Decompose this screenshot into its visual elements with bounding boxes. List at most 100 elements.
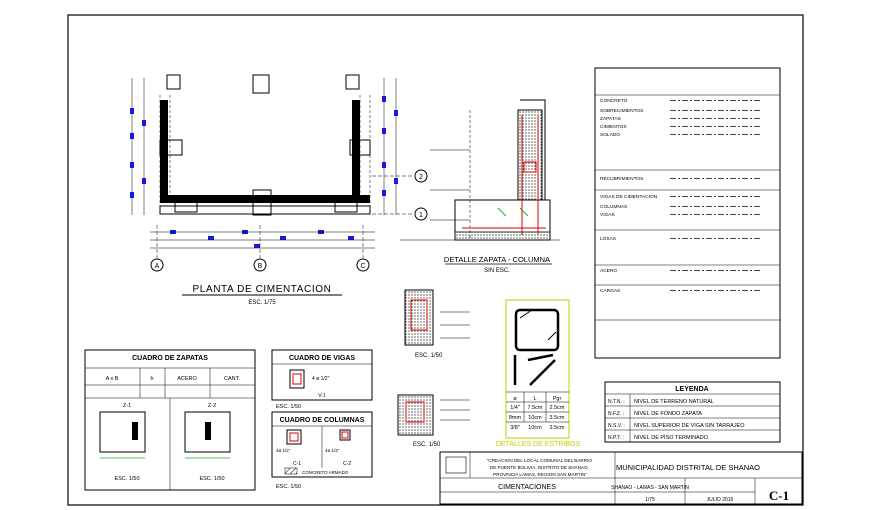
section-detail-lower-rebar <box>405 401 425 423</box>
detail-wall-outline <box>520 99 546 240</box>
column-c1-note: 4ø 1/2" <box>276 448 291 453</box>
axis-bubble-1 <box>414 207 428 221</box>
specifications-block: CONCRETOSOBRECIMIENTOSZAPATASCIMIENTOSSO… <box>594 67 781 359</box>
stirrup-title: DETALLES DE ESTRIBOS <box>496 441 581 448</box>
section-detail-lower <box>397 394 434 436</box>
spec-label: COLUMNAS <box>600 204 627 210</box>
axis-label-c: C <box>360 263 365 270</box>
column-c1-rebar <box>289 432 299 442</box>
axis-bubble-b <box>253 258 267 272</box>
foundation-plan: A B C 2 1 PLANTA DE CIMENTACION ESC. 1/7… <box>130 74 428 306</box>
column-c1-section <box>286 429 302 445</box>
footing-header: ACERO <box>177 376 197 382</box>
date: JULIO 2016 <box>707 497 734 503</box>
stirrup-cell: 2.5cm <box>550 405 565 411</box>
detail-marks <box>497 207 529 217</box>
stirrup-header-pgr: Pgr <box>553 396 562 402</box>
section-detail-upper <box>404 289 434 346</box>
spec-label: SOBRECIMIENTOS <box>600 108 643 114</box>
stirrup-shape-hook <box>513 353 556 386</box>
section-detail-upper-rebar <box>410 299 428 331</box>
columns-schedule: CUADRO DE COLUMNAS 4ø 1/2" 4ø 1/2" C-1 C… <box>271 411 373 490</box>
plan-mid-columns <box>159 139 371 156</box>
columns-scale: ESC. 1/50 <box>276 484 301 490</box>
axis-label-a: A <box>155 263 160 270</box>
hatch-note: CONCRETO ARMADO <box>302 470 349 475</box>
client-name: MUNICIPALIDAD DISTRITAL DE SHANAO <box>616 463 760 472</box>
legend-code: N.T.N. : <box>608 399 625 405</box>
footing-detail-scale: SIN ESC. <box>484 268 510 274</box>
plan-bottom-columns <box>174 189 358 216</box>
scale-value: 1/75 <box>645 497 655 503</box>
specs-frame <box>594 67 781 359</box>
footing-schedule: CUADRO DE ZAPATAS A x B h ACERO CANT. Z-… <box>84 349 256 491</box>
footing-z1-label: Z-1 <box>123 403 131 409</box>
column-c2-rebar <box>341 431 349 439</box>
project-name: "CREACION DEL LOCAL COMUNAL DEL BARRIO D… <box>487 458 593 477</box>
column-c2-label: C-2 <box>343 461 351 467</box>
plan-column-top-left <box>166 74 181 90</box>
stirrup-header-diam: ø <box>513 396 517 402</box>
beam-section-label: V-1 <box>318 393 326 399</box>
stirrup-table: ø L Pgr 1/4" 7.5cm 2.5cm 8mm 10cm 3.5cm … <box>509 396 565 431</box>
section-detail-lower-leaders <box>440 399 470 421</box>
axis-label-1: 1 <box>419 212 423 219</box>
logo-box <box>445 456 467 474</box>
detail-rebar <box>462 115 546 235</box>
stirrup-hooks <box>519 309 557 341</box>
plan-title: PLANTA DE CIMENTACION <box>193 284 332 295</box>
stirrup-cell: 3.5cm <box>550 415 565 421</box>
title-block: "CREACION DEL LOCAL COMUNAL DEL BARRIO D… <box>439 451 803 505</box>
spec-label: CONCRETO <box>600 98 628 104</box>
legend-code: N.P.T. : <box>608 435 624 441</box>
axis-label-b: B <box>258 263 263 270</box>
detail-stirrup <box>523 161 537 173</box>
beams-schedule: CUADRO DE VIGAS 4 ø 1/2" V-1 ESC. 1/50 <box>271 349 373 410</box>
section-details: ESC. 1/50 ESC. 1/50 <box>397 289 470 448</box>
plan-scale: ESC. 1/75 <box>248 300 276 306</box>
legend-text: NIVEL DE FONDO ZAPATA <box>634 411 702 417</box>
beams-schedule-frame <box>271 349 373 401</box>
spec-label: VIGAS <box>600 212 615 218</box>
spec-label: ACERO <box>600 268 617 274</box>
legend-title: LEYENDA <box>675 386 708 393</box>
section-detail-upper-leaders <box>440 311 470 339</box>
footing-z2-scale: ESC. 1/50 <box>199 476 224 482</box>
spec-label: ZAPATAS <box>600 116 621 122</box>
legend-code: N.F.Z. : <box>608 411 624 417</box>
hatch-swatch <box>284 467 298 475</box>
plan-column-top-right <box>345 74 360 90</box>
section-detail-lower-scale: ESC. 1/50 <box>413 442 441 448</box>
column-c1-label: C-1 <box>293 461 301 467</box>
location: SHANAO - LAMAS - SAN MARTIN <box>611 485 689 491</box>
columns-schedule-title: CUADRO DE COLUMNAS <box>280 417 365 424</box>
section-detail-upper-scale: ESC. 1/50 <box>415 353 443 359</box>
footing-header: CANT. <box>224 376 240 382</box>
stirrup-cell: 1/4" <box>510 405 520 411</box>
beams-scale: ESC. 1/50 <box>276 404 301 410</box>
beam-rebar <box>292 373 302 385</box>
spec-label: VIGAS DE CIMENTACION <box>600 194 658 200</box>
legend: LEYENDA N.T.N. : NIVEL DE TERRENO NATURA… <box>604 381 781 443</box>
column-c2-note: 4ø 1/2" <box>325 448 340 453</box>
plan-bottom-beam <box>160 195 370 203</box>
legend-frame <box>604 381 781 443</box>
spec-label: SOLADO <box>600 132 620 138</box>
footing-header: h <box>150 376 153 382</box>
beams-schedule-title: CUADRO DE VIGAS <box>289 355 355 362</box>
footing-schedule-title: CUADRO DE ZAPATAS <box>132 355 208 362</box>
plan-bottom-footing <box>159 205 371 215</box>
sheet-number: C-1 <box>769 488 789 503</box>
footing-detail-title: DETALLE ZAPATA - COLUMNA <box>444 255 550 264</box>
axis-label-2: 2 <box>419 174 423 181</box>
footing-header: A x B <box>106 376 119 382</box>
legend-text: NIVEL DE TERRENO NATURAL <box>634 399 714 405</box>
stirrup-cell: 3.5cm <box>550 425 565 431</box>
spec-label: RECUBRIMIENTOS <box>600 176 643 182</box>
footing-z1-column <box>132 422 138 440</box>
plan-column-top-center <box>252 74 270 94</box>
spec-label: LOSAS <box>600 236 616 242</box>
legend-code: N.S.V. : <box>608 423 625 429</box>
detail-solado <box>454 231 551 241</box>
column-c2-section <box>339 429 351 441</box>
